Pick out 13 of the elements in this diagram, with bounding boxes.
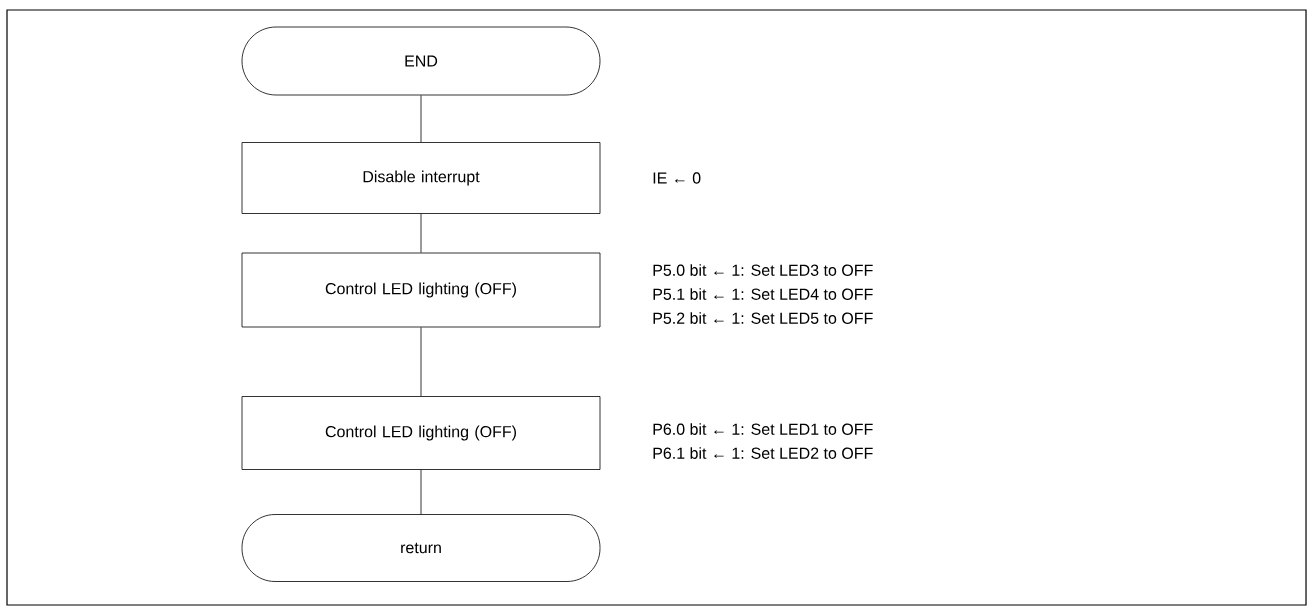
connector-line [420,469,422,515]
connector-line [420,327,422,397]
note-text: P5.1 bit ← 1: Set LED4 to OFF [653,288,873,300]
process-box: Control LED lighting (OFF) [241,396,601,470]
note-text: IE ← 0 [653,172,701,184]
process-box: Disable interrupt [241,142,601,214]
process-box: Control LED lighting (OFF) [241,252,601,328]
note-text: P6.1 bit ← 1: Set LED2 to OFF [653,447,873,459]
connector-line [420,213,422,253]
note-text: P5.2 bit ← 1: Set LED5 to OFF [653,312,873,324]
note-text: P5.0 bit ← 1: Set LED3 to OFF [653,264,873,276]
note-text: P6.0 bit ← 1: Set LED1 to OFF [653,423,873,435]
connector-line [420,95,422,143]
